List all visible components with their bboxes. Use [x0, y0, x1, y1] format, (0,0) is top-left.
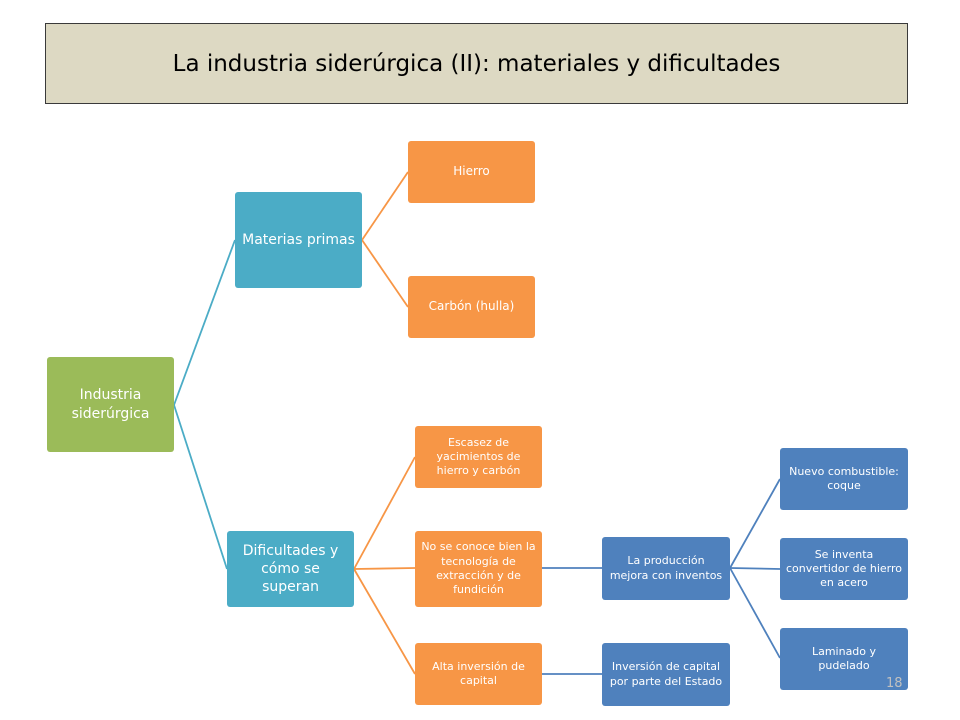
page-number: 18: [886, 676, 903, 691]
node-carbon: Carbón (hulla): [408, 276, 535, 338]
connector-produccion-coque: [729, 478, 781, 569]
connector-dificultades-escasez: [353, 456, 416, 570]
node-tecnologia: No se conoce bien la tecnología de extra…: [415, 531, 542, 607]
node-inversion-estado: Inversión de capital por parte del Estad…: [602, 643, 730, 706]
node-alta-inversion: Alta inversión de capital: [415, 643, 542, 705]
connector-dificultades-inversion: [353, 568, 416, 675]
connector-root-dificultades: [173, 404, 228, 570]
node-produccion-inventos: La producción mejora con inventos: [602, 537, 730, 600]
connector-produccion-convertidor: [729, 567, 781, 570]
connector-dificultades-tecnologia: [353, 567, 416, 570]
title-box: La industria siderúrgica (II): materiale…: [45, 23, 908, 104]
node-materias-primas: Materias primas: [235, 192, 362, 288]
node-hierro: Hierro: [408, 141, 535, 203]
node-laminado: Laminado y pudelado: [780, 628, 908, 690]
node-escasez: Escasez de yacimientos de hierro y carbó…: [415, 426, 542, 488]
node-convertidor: Se inventa convertidor de hierro en acer…: [780, 538, 908, 600]
connector-materias-hierro: [361, 171, 409, 241]
node-industria-siderurgica: Industria siderúrgica: [47, 357, 174, 452]
connector-materias-carbon: [361, 239, 409, 308]
connector-produccion-laminado: [729, 567, 781, 659]
node-coque: Nuevo combustible: coque: [780, 448, 908, 510]
connector-root-materias: [173, 239, 236, 406]
node-dificultades: Dificultades y cómo se superan: [227, 531, 354, 607]
page-title: La industria siderúrgica (II): materiale…: [172, 50, 781, 77]
